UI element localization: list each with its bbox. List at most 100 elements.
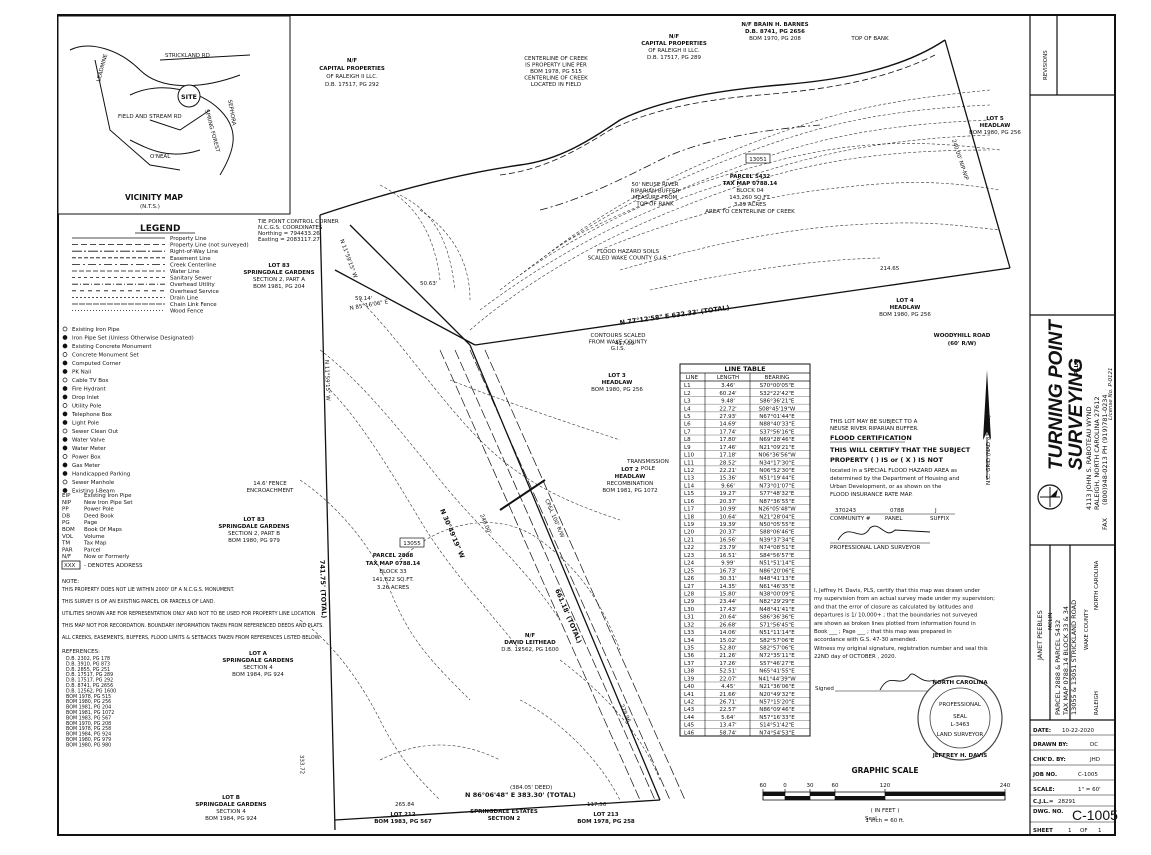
parcel-2888-label: TAX MAP 0788.14	[366, 561, 421, 567]
parcel-2888-label: BLOCK 33	[379, 569, 407, 575]
line-id: L36	[684, 653, 695, 659]
flood-hazard-note: SCALED WAKE COUNTY G.I.S.	[588, 256, 669, 262]
line-length: 10.64'	[719, 514, 736, 520]
flood-certification: THIS LOT MAY BE SUBJECT TO A NEUSE RIVER…	[829, 419, 971, 551]
line-id: L8	[684, 437, 691, 443]
legend-line-label: Drain Line	[170, 295, 199, 301]
project-county: WAKE COUNTY	[1084, 609, 1090, 650]
line-id: L38	[684, 669, 695, 675]
legend-symbol-icon	[62, 428, 68, 434]
lot-4-label: HEADLAW	[890, 305, 921, 311]
line-id: L31	[684, 615, 694, 621]
line-length: 52.80'	[719, 646, 736, 652]
line-length: 26.68'	[719, 622, 736, 628]
legend-abbrev-key: PG	[62, 520, 70, 526]
line-length: 20.37'	[719, 530, 736, 536]
line-bearing: S86°36'21"E	[760, 399, 795, 405]
north-segment-label: 214.65	[880, 266, 900, 272]
legend-symbol-icon	[62, 360, 68, 366]
line-bearing: S71°56'45"E	[760, 622, 795, 628]
line-length: 21.66'	[719, 692, 736, 698]
line-id: L18	[684, 514, 695, 520]
site-label: SITE	[181, 93, 197, 101]
company-address: 4113 JOHN S. RABOTEAU WYND	[1085, 407, 1093, 511]
legend-symbol-label: PK Nail	[72, 370, 92, 376]
south-segment-label: 117.56	[587, 802, 607, 808]
parcel-5432-label: AREA TO CENTERLINE OF CREEK	[705, 209, 795, 215]
line-bearing: N38°00'09"E	[759, 591, 795, 597]
panel-number: 0788	[890, 508, 904, 514]
legend-abbrev-value: New Iron Pipe Set	[84, 500, 133, 506]
address-text: - DENOTES ADDRESS	[84, 563, 143, 569]
cjl-label: C.J.L.=	[1033, 799, 1054, 805]
legend-abbrev-key: PP	[62, 507, 69, 513]
scale-tick-label: 240	[1000, 783, 1011, 789]
legend-symbol-icon	[62, 462, 68, 468]
line-id: L11	[684, 460, 694, 466]
lot-5-label: BOM 1980, PG 256	[969, 130, 1021, 136]
lot-213-label: LOT 213	[593, 812, 618, 818]
lot-212-label: BOM 1983, PG 567	[374, 819, 432, 825]
contour-lines	[299, 89, 1001, 801]
line-bearing: N51°19'44"E	[759, 476, 795, 482]
lot-a-label: BOM 1984, PG 924	[232, 672, 284, 678]
certification-line: departures is 1/ 10,000+ ; that the boun…	[814, 613, 977, 619]
legend-symbol-icon	[62, 437, 68, 442]
line-id: L24	[684, 561, 695, 567]
line-id: L42	[684, 700, 694, 706]
reference-item: D.B. 3910, PG 873	[66, 661, 110, 667]
reference-item: BOM 1970, PG 208	[66, 721, 111, 727]
lot-2-label: LOT 2	[621, 467, 639, 473]
legend-abbrev-value: Now or Formerly	[84, 554, 130, 560]
flood-cert-body: FLOOD INSURANCE RATE MAP.	[830, 492, 913, 498]
line-length: 52.51'	[719, 669, 736, 675]
fence-note: 14.6' FENCE	[253, 481, 287, 487]
legend-symbol-label: Existing Iron Pipe	[72, 327, 120, 333]
project-state: NORTH CAROLINA	[1094, 560, 1100, 610]
legend-abbrev-value: Existing Iron Pipe	[84, 493, 132, 499]
panel-label: PANEL	[885, 516, 903, 522]
seal-inner: SEAL	[953, 714, 968, 720]
reference-item: BOM 1984, PG 924	[66, 732, 111, 738]
owner-label-barnes: D.B. 8741, PG 2656	[745, 29, 805, 35]
line-id: L16	[684, 499, 695, 505]
legend-symbol-label: Water Meter	[72, 446, 107, 452]
parcel-2888-label: 3.26 ACRES	[377, 585, 410, 591]
lot-83b-label: SECTION 2, PART B	[228, 531, 280, 537]
line-id: L22	[684, 545, 694, 551]
drawn-by-label: DRAWN BY:	[1033, 742, 1068, 748]
owner-label-leithead: DAVID LEITHEAD	[504, 640, 556, 646]
line-length: 16.73'	[719, 568, 736, 574]
line-id: L7	[684, 429, 691, 435]
note-item: THIS PROPERTY DOES NOT LIE WITHIN 2000' …	[61, 587, 234, 593]
line-bearing: N74°54'53"E	[759, 730, 795, 736]
flood-cert-title: FLOOD CERTIFICATION	[830, 434, 912, 442]
line-id: L10	[684, 453, 695, 459]
overhead-utility	[439, 349, 686, 801]
line-length: 17.18'	[719, 453, 736, 459]
scale-tick-label: 60	[832, 783, 839, 789]
notes: NOTE: THIS PROPERTY DOES NOT LIE WITHIN …	[61, 579, 324, 748]
parcel-5432-label: TAX MAP 0788.14	[723, 181, 778, 187]
line-bearing: S82°57'06"E	[760, 646, 795, 652]
legend-symbol-label: Utility Pole	[72, 404, 102, 410]
legend-symbol-label: Concrete Monument Set	[72, 353, 140, 359]
tie-point-note: N.C.G.S. COORDINATES	[258, 225, 323, 231]
